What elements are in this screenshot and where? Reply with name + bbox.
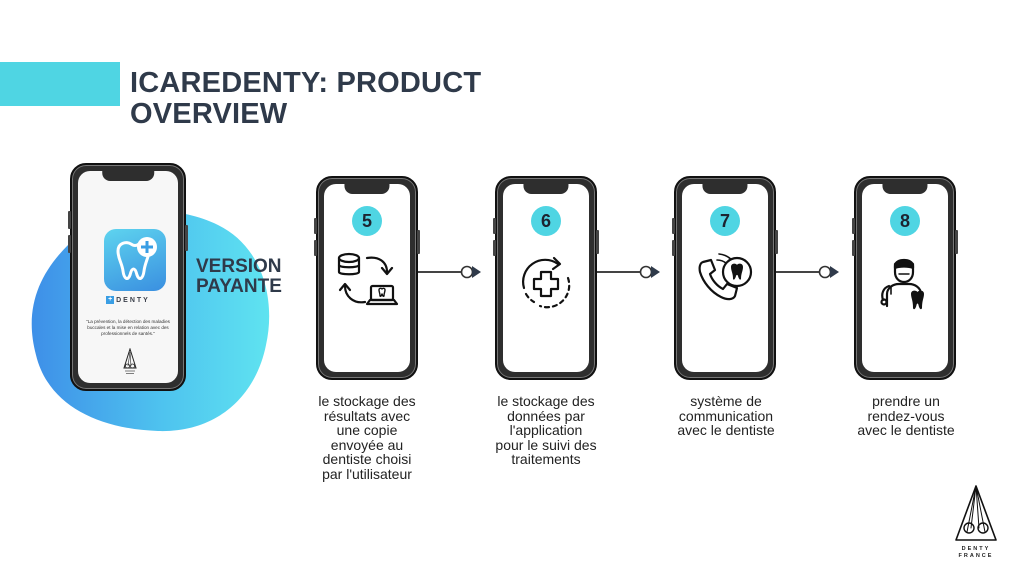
tagline-quote: "La prévention, la détection des maladie… <box>86 319 170 336</box>
step-phone-8: 8 <box>852 176 958 380</box>
step-screen: 6 <box>503 184 589 372</box>
title-line-2: OVERVIEW <box>130 98 288 130</box>
main-phone: +DENTY "La prévention, la détection des … <box>68 163 188 391</box>
step-number-badge: 7 <box>710 206 740 236</box>
title-line-1: ICAREDENTY: PRODUCT <box>130 67 482 99</box>
step-screen: 8 <box>862 184 948 372</box>
step-caption-6: le stockage des données par l'applicatio… <box>495 393 597 467</box>
step-number-badge: 5 <box>352 206 382 236</box>
step-screen: 5 <box>324 184 410 372</box>
brand-text: DENTY <box>116 296 150 304</box>
connector-arrow-icon <box>639 265 660 279</box>
slide-title: ICAREDENTY: PRODUCT OVERVIEW <box>130 68 481 130</box>
connector-arrow-icon <box>818 265 839 279</box>
step-screen: 7 <box>682 184 768 372</box>
main-phone-screen: +DENTY "La prévention, la détection des … <box>78 171 178 383</box>
step-number-badge: 6 <box>531 206 561 236</box>
phone-tooth-icon <box>698 253 753 301</box>
version-label: VERSION PAYANTE <box>196 257 282 297</box>
corner-brand-label: DENTY FRANCE <box>958 546 994 559</box>
brand-plus-icon: + <box>106 296 115 304</box>
step-phone-5: 5 <box>314 176 420 380</box>
step-caption-7: système de communication avec le dentist… <box>677 393 775 438</box>
brand-name: +DENTY <box>78 296 178 304</box>
accent-bar <box>0 62 120 106</box>
step-caption-5: le stockage des résultats avec une copie… <box>318 393 416 482</box>
database-laptop-sync-icon <box>337 252 399 306</box>
tooth-plus-icon <box>116 237 157 280</box>
version-line-2: PAYANTE <box>196 276 282 297</box>
connector-arrow-icon <box>460 265 481 279</box>
connector-line-7-8 <box>776 271 820 273</box>
denty-france-logo-icon <box>123 348 137 374</box>
app-icon[interactable] <box>104 229 166 291</box>
version-line-1: VERSION <box>196 256 282 277</box>
step-caption-8: prendre un rendez-vous avec le dentiste <box>857 393 955 438</box>
medical-cross-refresh-icon <box>522 256 571 309</box>
connector-line-5-6 <box>418 271 462 273</box>
connector-line-6-7 <box>597 271 641 273</box>
denty-france-corner-logo-icon <box>955 485 997 541</box>
dentist-tooth-icon <box>880 258 924 310</box>
step-phone-6: 6 <box>493 176 599 380</box>
step-number-badge: 8 <box>890 206 920 236</box>
step-phone-7: 7 <box>672 176 778 380</box>
